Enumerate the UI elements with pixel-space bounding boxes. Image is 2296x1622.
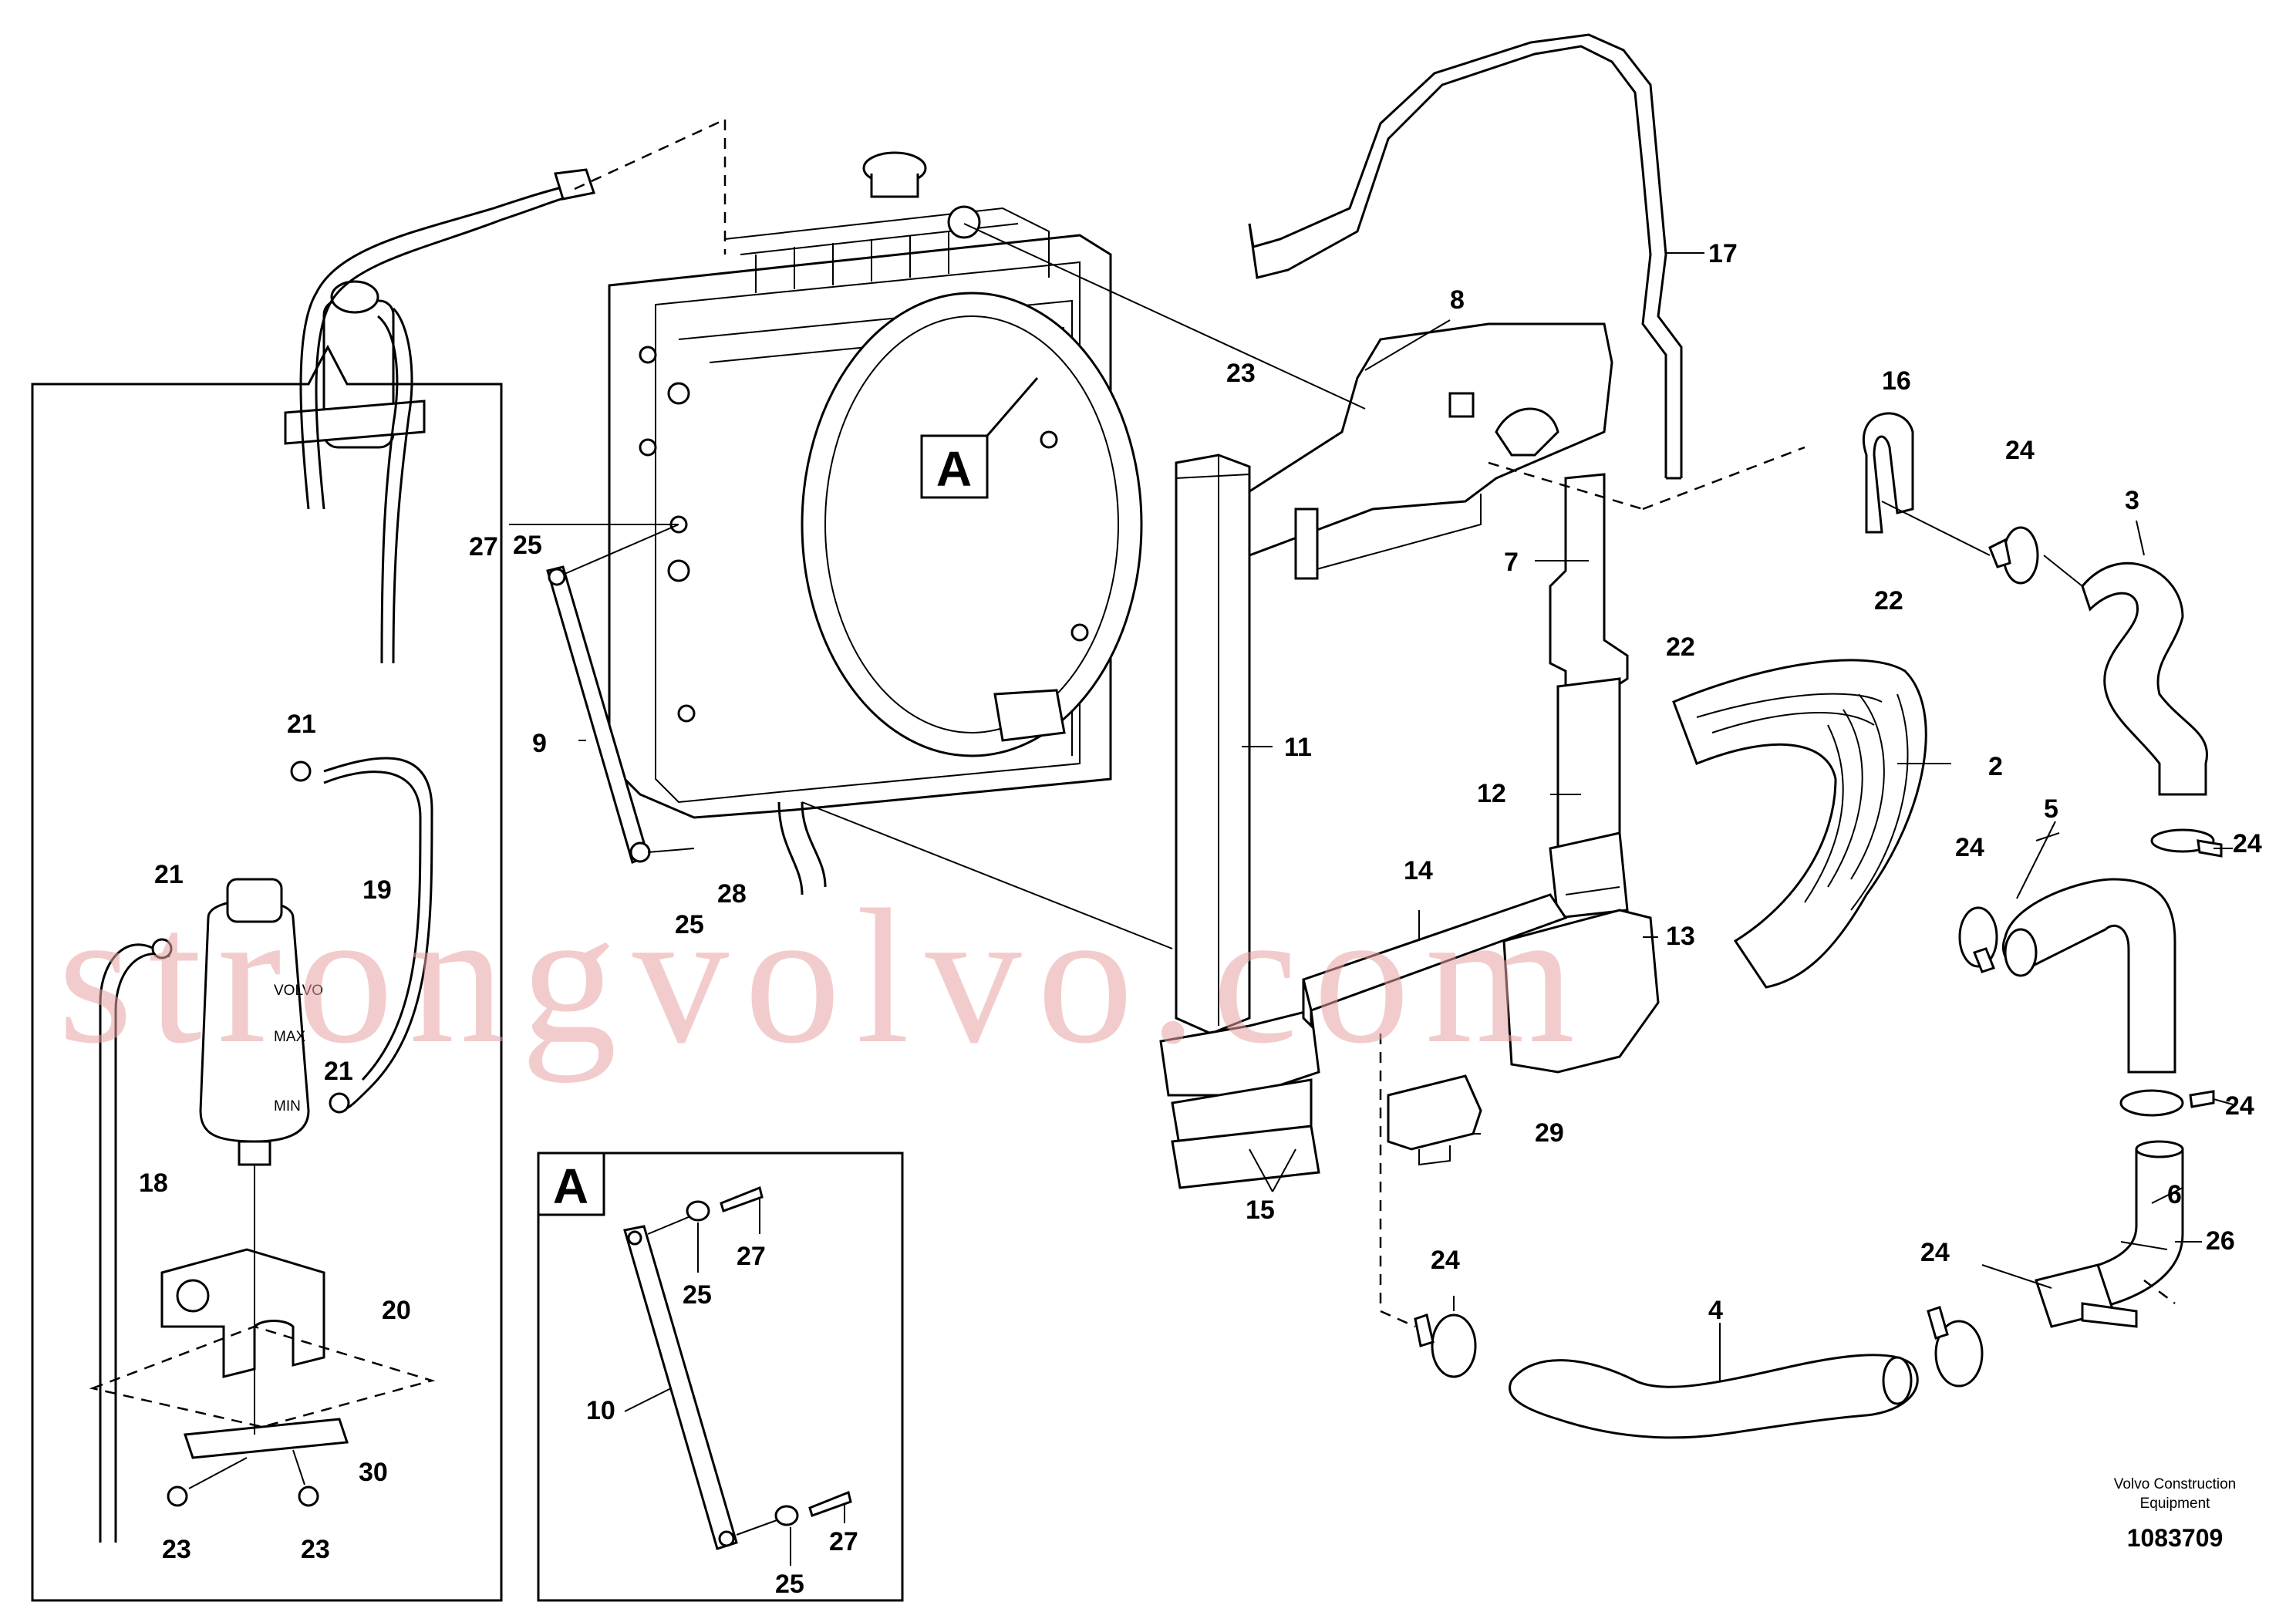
callout-4: 4 (1708, 1296, 1723, 1325)
callout-15: 15 (1246, 1195, 1275, 1225)
stay-part-9 (546, 524, 695, 865)
ducts-part-12-13-14 (1302, 473, 1660, 1074)
watermark: strongvolvo.com (58, 870, 1590, 1084)
detail-a-callout-27a: 27 (737, 1242, 766, 1271)
callout-16: 16 (1882, 366, 1911, 396)
view-a-marker-letter: A (936, 441, 972, 497)
leader-lines (509, 223, 2234, 1381)
callout-28: 28 (717, 879, 747, 909)
callout-9: 9 (532, 729, 547, 758)
callout-8: 8 (1450, 285, 1465, 315)
upper-hose-part-17 (1248, 33, 1683, 480)
callout-20: 20 (382, 1296, 411, 1325)
detail-a-callout-10: 10 (586, 1396, 615, 1425)
callout-11: 11 (1284, 733, 1312, 762)
callout-2: 2 (1988, 752, 2003, 781)
frame-part-8 (1232, 322, 1613, 580)
callout-24e: 24 (1431, 1246, 1460, 1275)
hoses-and-clamps (1414, 412, 2223, 1439)
callout-24d: 24 (2225, 1091, 2254, 1121)
part-29 (1387, 1074, 1482, 1166)
callout-14: 14 (1404, 856, 1433, 885)
footer: Volvo Construction Equipment 1083709 (2114, 1476, 2236, 1552)
callout-23-top: 23 (1226, 359, 1256, 388)
callout-25b: 25 (675, 910, 704, 939)
callout-25a: 25 (513, 531, 542, 560)
main-callouts: 2 3 4 5 6 7 8 9 11 12 13 14 15 16 17 22 … (469, 239, 2262, 1325)
detail-expansion-tank: VOLVO MAX MIN 18 19 20 21 21 21 23 23 30 (31, 344, 503, 1602)
callout-19: 19 (362, 875, 392, 905)
detail-a-callout-25b: 25 (775, 1570, 804, 1599)
callout-21c: 21 (324, 1057, 353, 1086)
view-a-marker: A (920, 377, 1039, 499)
callout-21a: 21 (287, 710, 316, 739)
tank-label-max: MAX (274, 1029, 306, 1045)
callout-24f: 24 (1920, 1238, 1950, 1267)
callout-24b: 24 (2233, 829, 2262, 858)
radiator (608, 151, 1143, 895)
callout-24a: 24 (2005, 436, 2035, 465)
detail-a-title: A (553, 1158, 588, 1214)
callout-17: 17 (1708, 239, 1738, 268)
callout-30: 30 (359, 1458, 388, 1487)
callout-27a: 27 (469, 532, 498, 561)
callout-23a: 23 (162, 1535, 191, 1564)
callout-3: 3 (2125, 486, 2139, 515)
detail-view-a: A 25 27 25 27 10 (537, 1152, 904, 1602)
tank-label-volvo: VOLVO (274, 983, 323, 999)
callout-24c: 24 (1955, 833, 1984, 862)
callout-5: 5 (2044, 794, 2058, 824)
callout-29: 29 (1535, 1118, 1564, 1148)
callout-6: 6 (2167, 1180, 2182, 1209)
tank-label-min: MIN (274, 1098, 301, 1114)
callout-7: 7 (1504, 548, 1519, 577)
footer-company-line1: Volvo Construction (2114, 1476, 2236, 1492)
detail-a-callout-27b: 27 (829, 1527, 858, 1556)
footer-company-line2: Equipment (2140, 1496, 2211, 1512)
callout-13: 13 (1666, 922, 1695, 951)
callout-26: 26 (2206, 1226, 2235, 1256)
callout-22a: 22 (1666, 632, 1695, 662)
upright-part-11 (1159, 454, 1320, 1151)
callout-23b: 23 (301, 1535, 330, 1564)
callout-12: 12 (1477, 779, 1506, 808)
callout-18: 18 (139, 1168, 168, 1198)
detail-a-callout-25: 25 (683, 1280, 712, 1310)
expansion-tank-assembly (284, 118, 727, 664)
callout-21b: 21 (154, 860, 184, 889)
fan-guard-part-2 (1672, 659, 1927, 989)
callout-22b: 22 (1874, 586, 1903, 615)
footer-drawing-number: 1083709 (2127, 1524, 2224, 1552)
